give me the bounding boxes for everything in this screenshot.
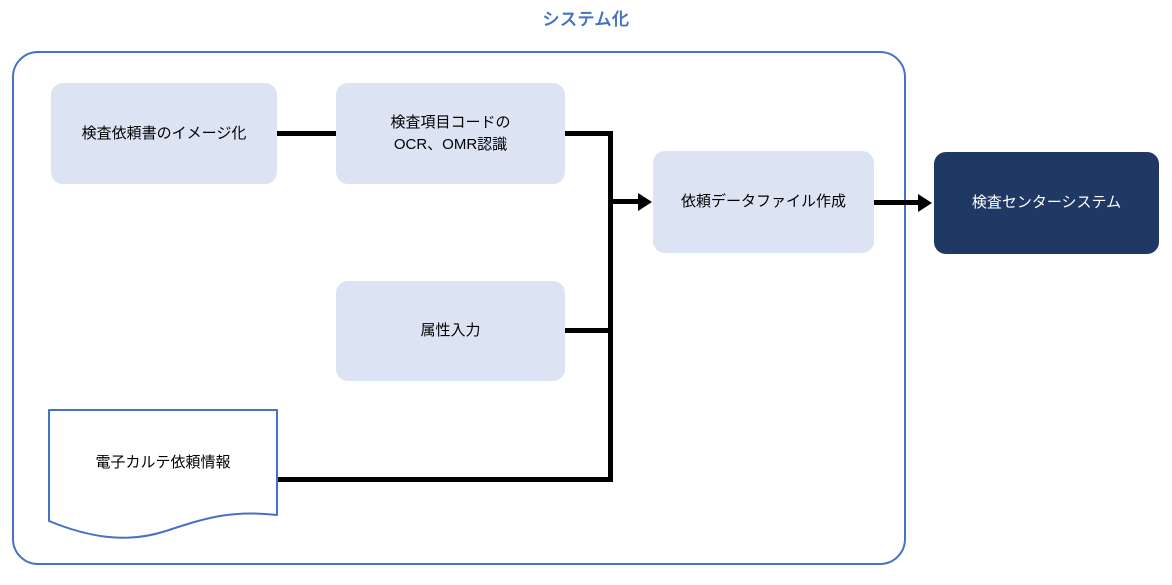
node-label: 電子カルテ依頼情報 <box>95 454 231 471</box>
arrowhead-into-datafile <box>638 193 652 211</box>
connector-trunk-to-datafile <box>608 199 644 204</box>
node-label-line1: 検査項目コードの <box>390 113 511 131</box>
node-label: 依頼データファイル作成 <box>680 193 846 211</box>
node-attribute-input[interactable]: 属性入力 <box>336 281 565 381</box>
connector-datafile-to-center <box>872 200 922 205</box>
node-ocr-omr-recognition[interactable]: 検査項目コードの OCR、OMR認識 <box>336 83 565 184</box>
node-label: 検査センターシステム <box>971 194 1122 212</box>
document-node-label-wrap: 電子カルテ依頼情報 <box>48 409 278 514</box>
connector-attr-stub <box>561 328 613 333</box>
arrowhead-into-center <box>918 194 932 212</box>
connector-karte-to-trunk <box>274 477 613 482</box>
node-inspection-center-system[interactable]: 検査センターシステム <box>934 152 1159 254</box>
node-label: 属性入力 <box>420 322 481 340</box>
node-label-line2: OCR、OMR認識 <box>393 135 508 153</box>
node-request-data-file-creation[interactable]: 依頼データファイル作成 <box>653 151 874 253</box>
node-label: 検査項目コードの OCR、OMR認識 <box>390 112 510 156</box>
document-shape-icon <box>48 409 278 539</box>
connector-ocr-stub <box>561 131 613 136</box>
connector-trunk-vertical <box>608 131 613 482</box>
node-label: 検査依頼書のイメージ化 <box>81 124 247 142</box>
diagram-title: システム化 <box>542 10 630 29</box>
node-inspection-request-imaging[interactable]: 検査依頼書のイメージ化 <box>51 83 277 184</box>
node-electronic-chart-request-info[interactable] <box>48 409 278 542</box>
system-boundary <box>12 51 906 565</box>
connector-image-to-ocr <box>273 131 341 136</box>
